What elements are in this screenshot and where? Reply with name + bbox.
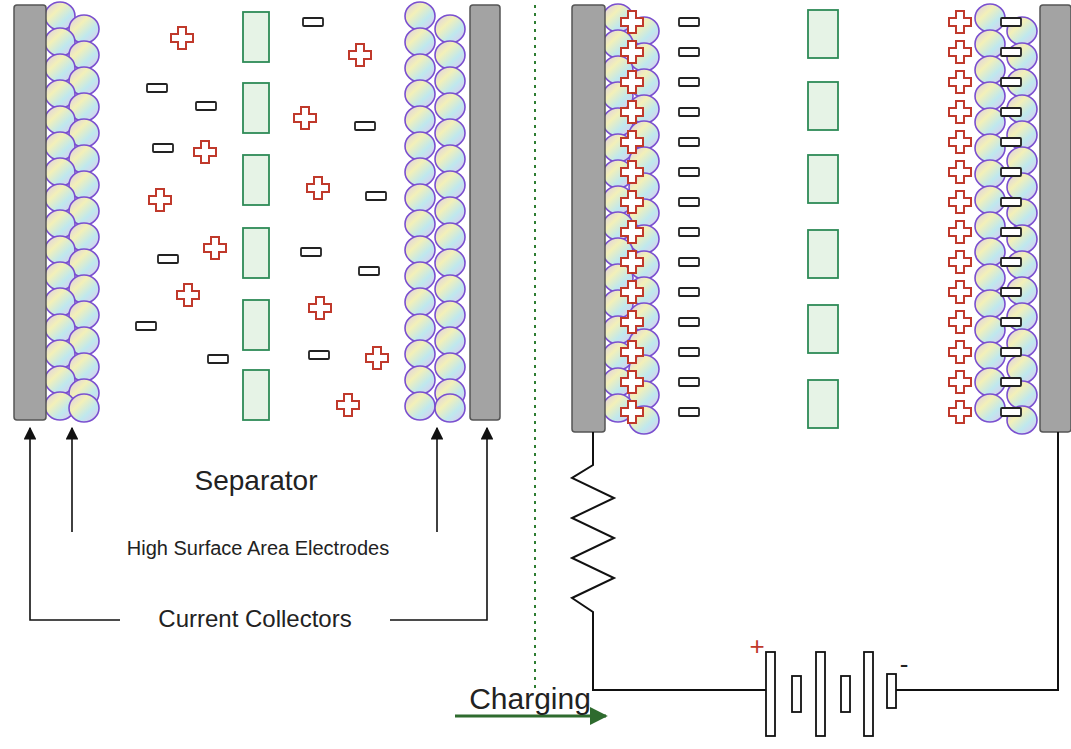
anion-symbols — [679, 18, 699, 416]
circuit-wires — [572, 432, 1058, 690]
electrode-layer — [45, 2, 1037, 434]
collector-label: Current Collectors — [158, 606, 351, 632]
electrode-material — [603, 4, 659, 434]
current-collectors — [14, 5, 1071, 432]
anion-symbols — [136, 18, 386, 363]
divider-line — [534, 5, 536, 690]
cation-symbols — [621, 11, 643, 423]
cation-symbols — [149, 27, 388, 416]
battery-symbol — [766, 652, 896, 736]
ion-layer — [136, 10, 1021, 428]
separator-pieces — [243, 12, 269, 420]
electrode-label: High Surface Area Electrodes — [127, 537, 389, 559]
separator-label: Separator — [195, 466, 318, 497]
electrode-material — [45, 2, 99, 422]
electrode-material — [975, 4, 1037, 434]
charging-label: Charging — [469, 682, 591, 715]
cation-symbols — [949, 11, 971, 423]
anion-symbols — [1001, 18, 1021, 416]
polarity-sign: + — [749, 632, 764, 661]
separator-pieces — [808, 10, 838, 428]
leader-lines — [30, 428, 487, 620]
polarity-sign: - — [900, 650, 909, 679]
electrode-material — [405, 2, 465, 422]
